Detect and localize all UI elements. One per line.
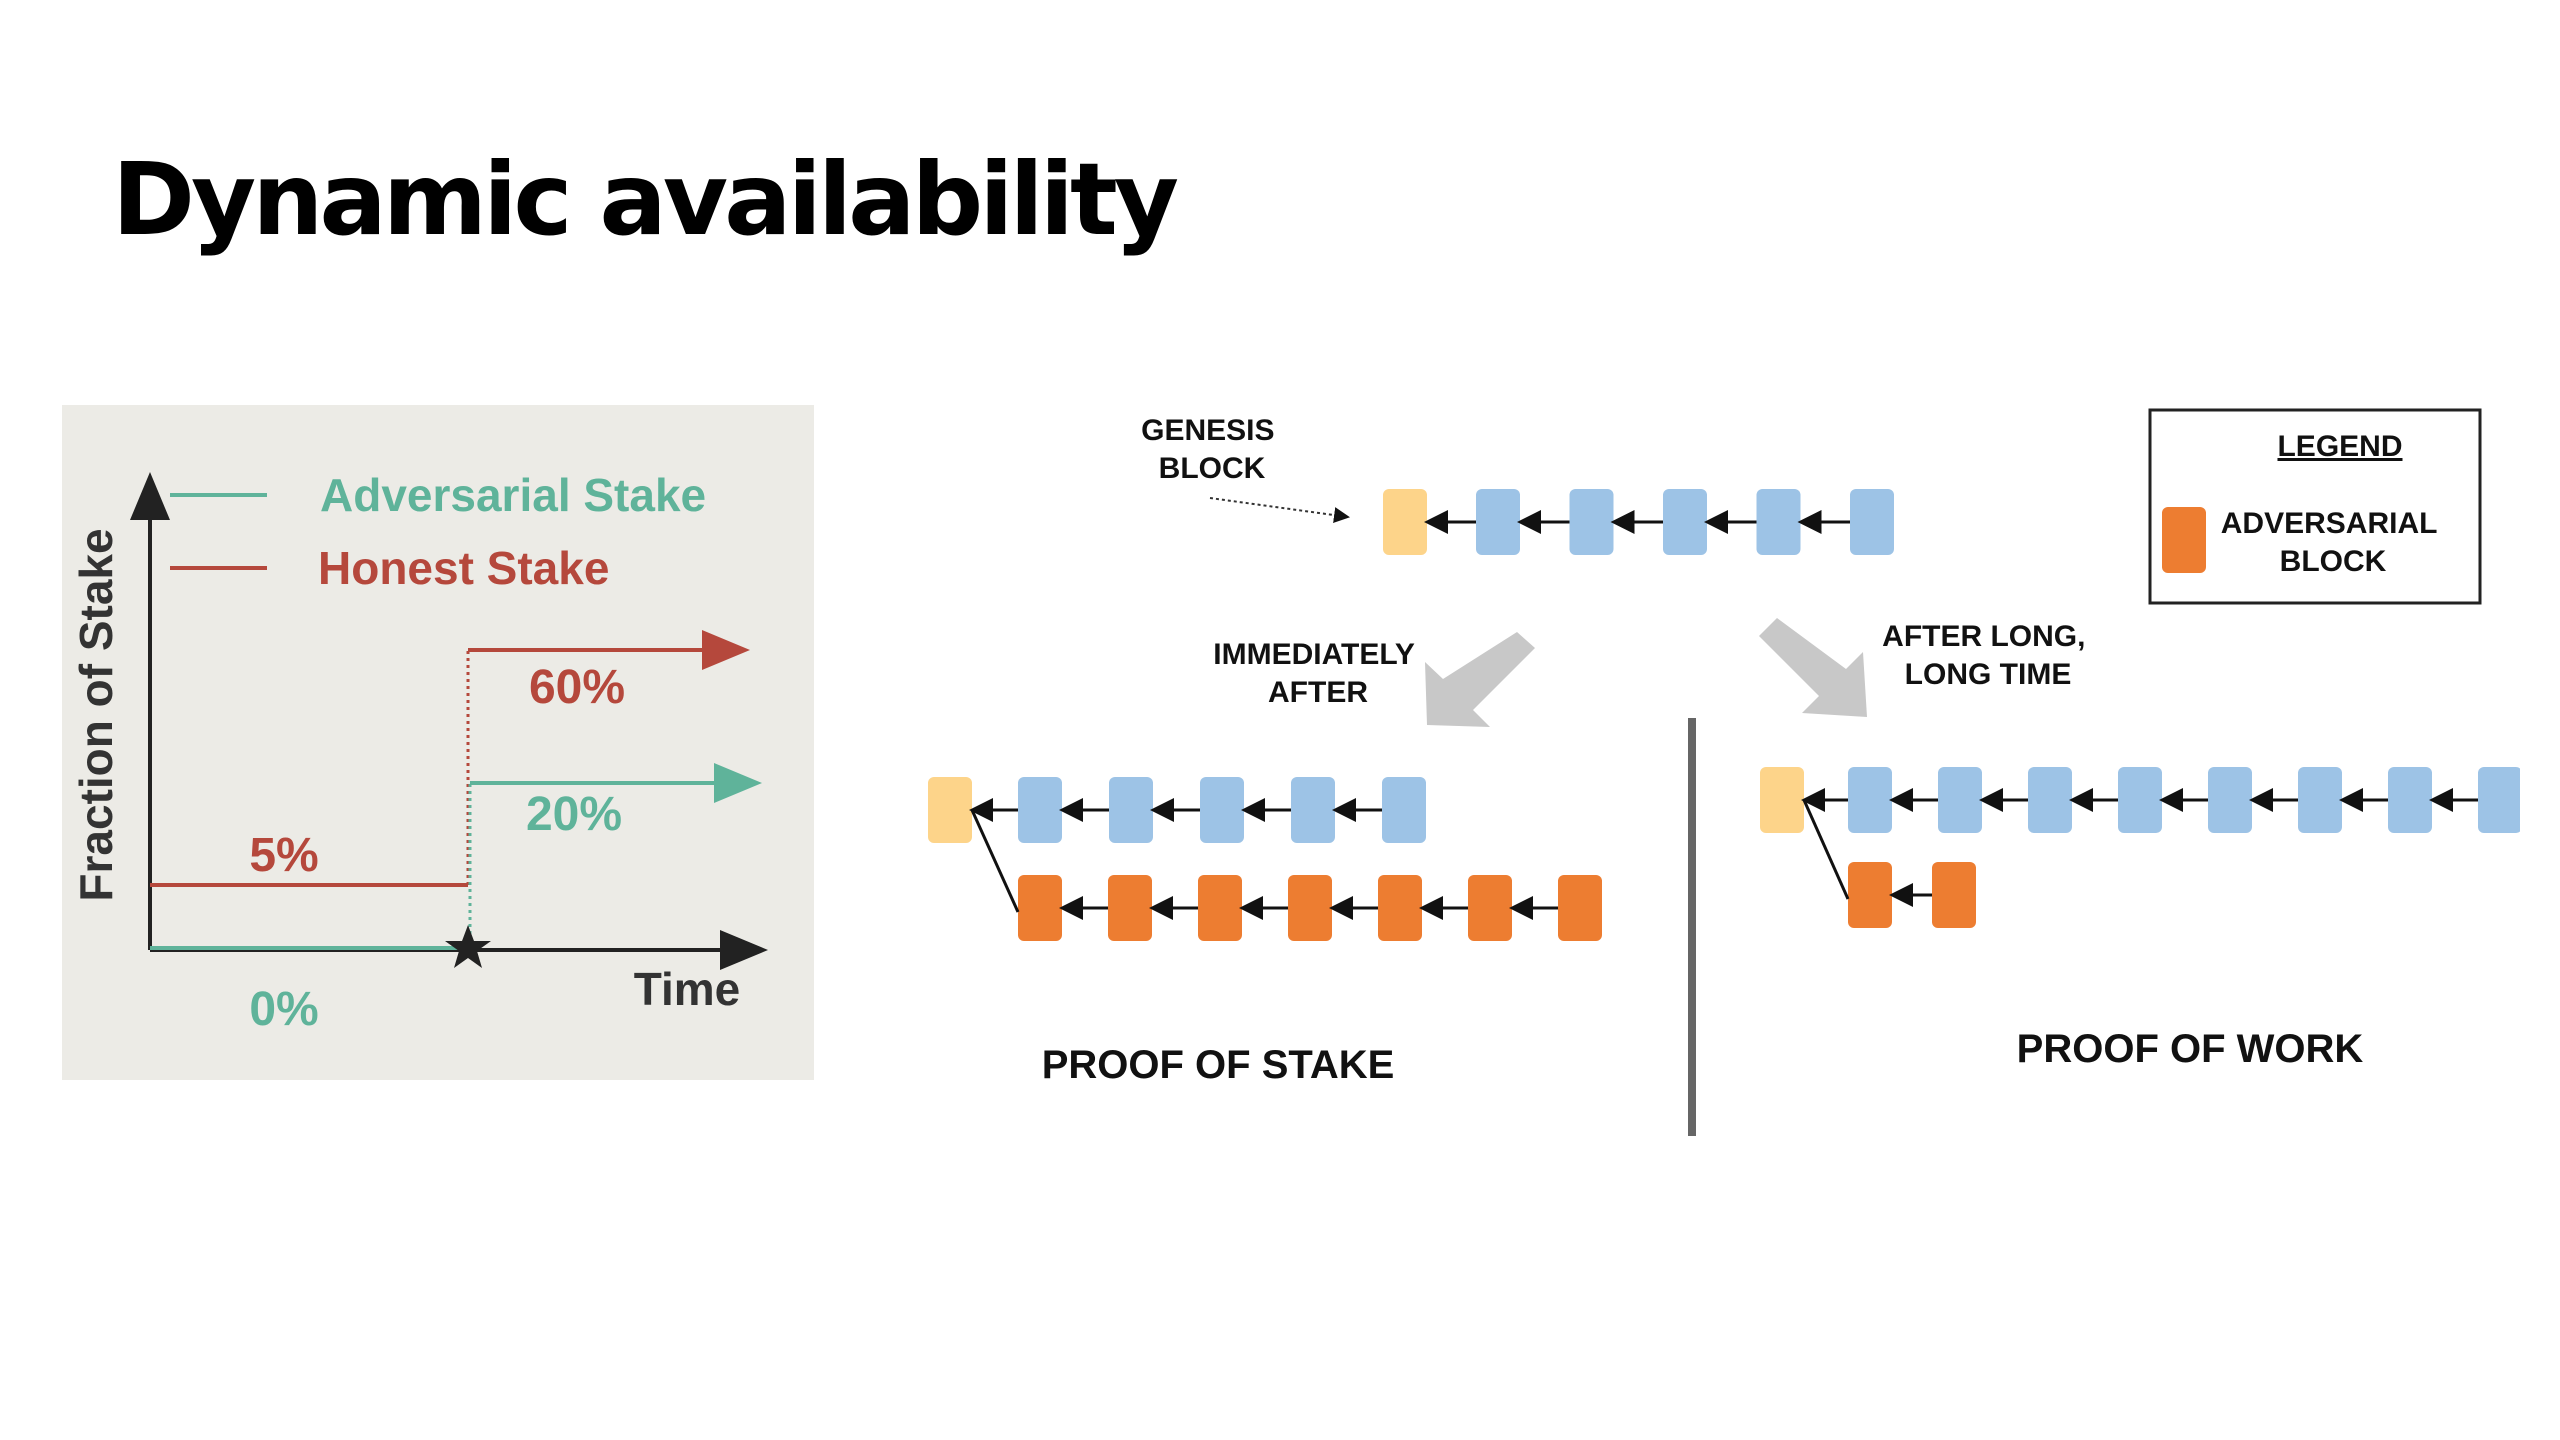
after-long-arrow [1759, 618, 1867, 717]
top-chain-honest-block [1756, 489, 1801, 555]
pow-adversarial-block [1932, 862, 1976, 928]
pow-honest-block [1938, 767, 1982, 833]
genesis-label: GENESIS BLOCK [1141, 414, 1283, 485]
pos-fork-link [970, 809, 1020, 913]
legend-adversarial-label: Adversarial Stake [320, 469, 706, 521]
pos-adversarial-block [1468, 875, 1512, 941]
adversarial-after-label: 20% [526, 788, 622, 841]
pos-adversarial-block [1558, 875, 1602, 941]
chain-diagram: GENESIS BLOCK LEGEND ADVERSARIAL BLOCK I… [900, 380, 2522, 1180]
pos-genesis-block [928, 777, 972, 843]
pos-adversarial-block [1198, 875, 1242, 941]
top-chain-honest-block [1850, 489, 1894, 555]
immediately-after-label: IMMEDIATELY AFTER [1213, 638, 1422, 709]
chain-diagram-svg: GENESIS BLOCK LEGEND ADVERSARIAL BLOCK I… [928, 408, 2522, 1136]
pow-honest-block [1848, 767, 1892, 833]
stake-chart-panel: Fraction of Stake Time Adversarial Stake… [62, 405, 814, 1080]
star-icon [445, 925, 491, 968]
pos-honest-block [1200, 777, 1244, 843]
legend-honest-label: Honest Stake [318, 542, 609, 594]
pow-genesis-block [1760, 767, 1804, 833]
pow-fork-link [1802, 799, 1850, 900]
honest-before-label: 5% [249, 829, 318, 882]
pow-honest-block [2298, 767, 2342, 833]
pos-honest-block [1109, 777, 1153, 843]
legend-title: LEGEND [2277, 430, 2402, 463]
pos-adversarial-block [1378, 875, 1422, 941]
honest-after-label: 60% [529, 661, 625, 714]
pow-honest-block [2388, 767, 2432, 833]
adversarial-before-label: 0% [249, 983, 318, 1036]
top-chain-honest-block [1476, 489, 1520, 555]
pow-honest-block [2028, 767, 2072, 833]
proof-of-stake-label: PROOF OF STAKE [1042, 1043, 1395, 1087]
after-long-label: AFTER LONG, LONG TIME [1882, 620, 2094, 691]
x-axis-label: Time [634, 963, 741, 1015]
y-axis-label: Fraction of Stake [70, 528, 122, 901]
pos-adversarial-block [1018, 875, 1062, 941]
pos-honest-block [1382, 777, 1426, 843]
legend-item-label: ADVERSARIAL BLOCK [2221, 507, 2445, 578]
legend-box: LEGEND ADVERSARIAL BLOCK [2148, 408, 2482, 605]
top-chain-honest-block [1663, 489, 1707, 555]
genesis-block [1383, 489, 1427, 555]
genesis-pointer [1209, 497, 1350, 524]
pos-adversarial-block [1108, 875, 1152, 941]
pos-honest-block [1018, 777, 1062, 843]
pos-honest-block [1291, 777, 1335, 843]
stake-chart: Fraction of Stake Time Adversarial Stake… [70, 469, 768, 1036]
chains [928, 489, 2522, 941]
slide-title: Dynamic availability [112, 141, 1179, 258]
pow-honest-block [2478, 767, 2522, 833]
pos-adversarial-block [1288, 875, 1332, 941]
pow-honest-block [2208, 767, 2252, 833]
legend-adversarial-block [2162, 507, 2206, 573]
top-chain-honest-block [1569, 489, 1614, 555]
proof-of-work-label: PROOF OF WORK [2017, 1027, 2364, 1071]
immediately-after-arrow [1425, 632, 1535, 727]
pow-honest-block [2118, 767, 2162, 833]
pow-adversarial-block [1848, 862, 1892, 928]
